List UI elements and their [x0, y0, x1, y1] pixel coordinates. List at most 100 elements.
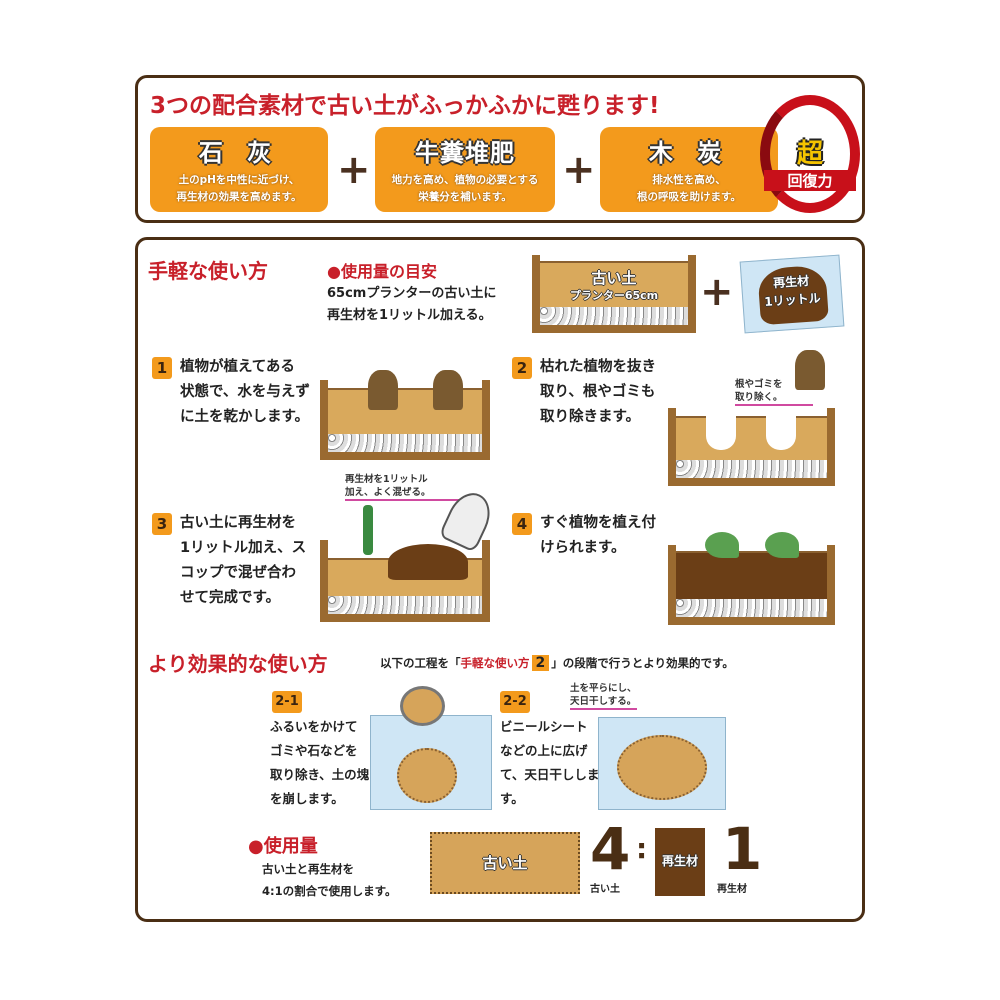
trowel-icon — [363, 505, 373, 555]
ratio-colon: : — [636, 832, 648, 865]
gravel-layer — [676, 460, 827, 478]
step-text-line: 1リットル加え、ス — [180, 540, 307, 556]
step-text-line: 取り、根やゴミも — [540, 384, 656, 400]
plant-illustration — [795, 350, 825, 390]
old-soil-label: 古い土 — [482, 854, 528, 872]
step-text-line: に土を乾かします。 — [180, 409, 310, 425]
soil-spread — [617, 735, 707, 800]
guide-text-line: 再生材を1リットル加える。 — [327, 308, 492, 323]
bag-illustration: 再生材 1リットル — [739, 254, 845, 334]
step-badge: 2 — [512, 357, 532, 379]
plus-sign: + — [337, 147, 371, 193]
ingredient-name: 石 灰 — [198, 139, 280, 167]
usage-text-line: 古い土と再生材を — [262, 862, 354, 876]
step-text-line: せて完成です。 — [180, 590, 281, 606]
step-text-line: 枯れた植物を抜き — [540, 359, 656, 375]
step-text: 枯れた植物を抜き取り、根やゴミも取り除きます。 — [540, 355, 656, 430]
badge-text: 超 — [796, 139, 823, 169]
callout-line: 取り除く。 — [735, 392, 783, 403]
guide-text: 65cmプランターの古い土に再生材を1リットル加える。 — [327, 283, 496, 327]
ingredient-charcoal: 木 炭 排水性を高め、根の呼吸を助けます。 — [600, 127, 778, 212]
ingredient-lime: 石 灰 土のpHを中性に近づけ、再生材の効果を高めます。 — [150, 127, 328, 212]
regenerator-label: 再生材 — [661, 854, 698, 868]
step-badge: 3 — [152, 513, 172, 535]
planter-illustration — [320, 370, 490, 460]
step-text-line: すぐ植物を植え付 — [540, 515, 656, 531]
ingredient-desc: 排水性を高め、根の呼吸を助けます。 — [600, 172, 778, 206]
gravel-layer — [328, 434, 482, 452]
planter-illustration — [668, 408, 835, 486]
plus-sign: + — [562, 147, 596, 193]
note-text: 」の段階で行うとより効果的です。 — [551, 656, 734, 670]
ingredient-desc-line: 排水性を高め、 — [652, 174, 726, 186]
substep-text-line: す。 — [500, 791, 524, 806]
planter-illustration: 古い土 プランター65cm — [532, 255, 696, 333]
super-recovery-badge: 超 回復力 — [760, 95, 860, 213]
badge-text: 回復力 — [764, 170, 856, 191]
ingredient-manure: 牛糞堆肥 地力を高め、植物の必要とする栄養分を補います。 — [375, 127, 555, 212]
callout-line: 根やゴミを — [735, 379, 783, 390]
regenerator-pile — [388, 544, 468, 580]
ingredient-name: 牛糞堆肥 — [415, 139, 515, 167]
callout: 再生材を1リットル加え、よく混ぜる。 — [345, 473, 461, 501]
substep-text-line: 取り除き、土の塊 — [270, 767, 370, 782]
callout-line: 土を平らにし、 — [570, 683, 637, 694]
ratio-old-caption: 古い土 — [590, 884, 620, 895]
plant-illustration — [368, 370, 398, 410]
step-badge: 1 — [152, 357, 172, 379]
substep-text: ビニールシートなどの上に広げて、天日干しします。 — [500, 715, 599, 811]
guide-text-line: 65cmプランターの古い土に — [327, 286, 497, 301]
planter-label: プランター65cm — [569, 289, 659, 302]
removed-plant-hole — [766, 416, 796, 450]
step-text-line: 植物が植えてある — [180, 359, 295, 375]
step-text-line: 古い土に再生材を — [180, 515, 296, 531]
planter-label: 古い土 — [591, 269, 637, 287]
usage-text: 古い土と再生材を 4:1の割合で使用します。 — [262, 858, 396, 902]
step-text-line: けられます。 — [540, 540, 626, 556]
callout-line: 加え、よく混ぜる。 — [345, 487, 431, 498]
step-badge: 4 — [512, 513, 532, 535]
plus-sign: + — [700, 269, 734, 315]
section-title-easy: 手軽な使い方 — [148, 259, 268, 283]
gravel-layer — [676, 599, 827, 617]
substep-badge: 2-1 — [272, 691, 302, 713]
substep-text-line: などの上に広げ — [500, 743, 588, 758]
step-text: 古い土に再生材を 1リットル加え、スコップで混ぜ合わせて完成です。 — [180, 511, 306, 611]
substep-text-line: ゴミや石などを — [270, 743, 358, 758]
note-step-badge: 2 — [531, 655, 550, 671]
substep-text-line: ふるいをかけて — [270, 719, 358, 734]
ratio-new-caption: 再生材 — [717, 884, 747, 895]
callout: 根やゴミを取り除く。 — [735, 378, 813, 406]
substep-text-line: を崩します。 — [270, 791, 344, 806]
section-title-effective: より効果的な使い方 — [148, 652, 328, 676]
step-text-line: 状態で、水を与えず — [180, 384, 310, 400]
ingredient-desc-line: 根の呼吸を助けます。 — [637, 191, 741, 203]
guide-title: ●使用量の目安 — [327, 262, 437, 281]
soil-pile — [397, 748, 457, 803]
substep-text-line: て、天日干ししま — [500, 767, 600, 782]
ingredient-desc-line: 再生材の効果を高めます。 — [176, 191, 302, 203]
note-highlight: 手軽な使い方 — [460, 656, 530, 670]
old-soil-block: 古い土 — [430, 832, 580, 894]
ratio-old-value: 4 — [590, 815, 631, 883]
gravel-layer — [328, 596, 482, 614]
ingredient-desc-line: 地力を高め、植物の必要とする — [391, 174, 539, 186]
note-text: 以下の工程を「 — [380, 656, 461, 670]
step-text: 植物が植えてある状態で、水を与えずに土を乾かします。 — [180, 355, 310, 430]
planter-illustration — [668, 545, 835, 625]
planter-illustration — [320, 540, 490, 622]
soil-layer — [676, 416, 827, 460]
step-text-line: 取り除きます。 — [540, 409, 641, 425]
ingredient-desc: 土のpHを中性に近づけ、再生材の効果を高めます。 — [150, 172, 328, 206]
seedling-icon — [705, 532, 739, 558]
callout-line: 再生材を1リットル — [345, 474, 428, 485]
sieve-icon — [400, 686, 445, 726]
substep-text: ふるいをかけてゴミや石などを取り除き、土の塊を崩します。 — [270, 715, 369, 811]
ratio-new-value: 1 — [722, 815, 763, 883]
ingredient-desc: 地力を高め、植物の必要とする栄養分を補います。 — [375, 172, 555, 206]
step-text: すぐ植物を植え付けられます。 — [540, 511, 656, 561]
usage-text-line: 4:1の割合で使用します。 — [262, 884, 397, 898]
step-text-line: コップで混ぜ合わ — [180, 565, 296, 581]
substep-badge: 2-2 — [500, 691, 530, 713]
